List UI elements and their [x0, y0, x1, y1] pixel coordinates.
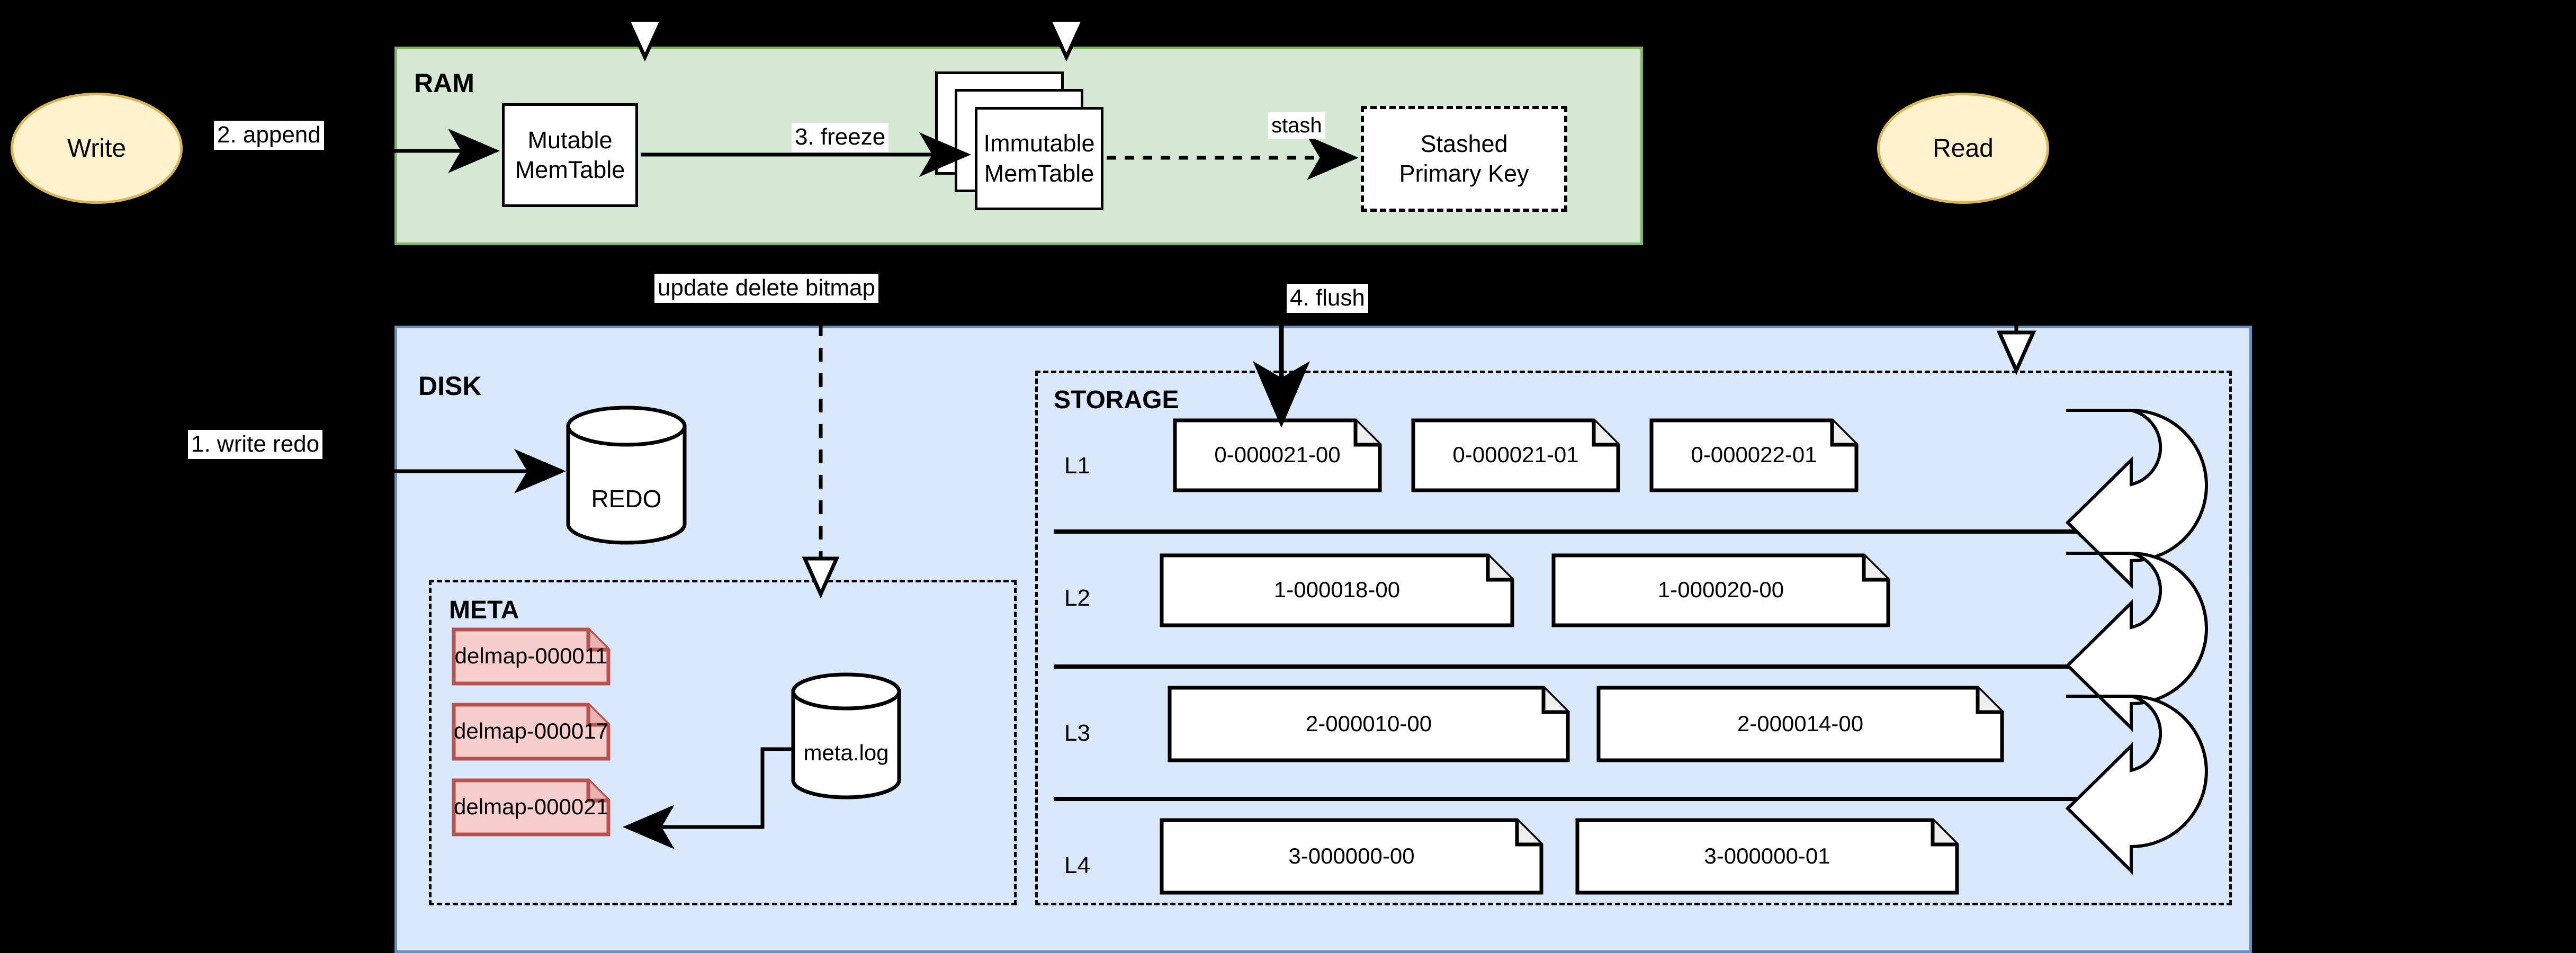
level-label-l4: L4 — [1064, 852, 1090, 878]
redo-label: REDO — [591, 485, 662, 513]
storage-file-label: 0-000022-01 — [1691, 442, 1817, 467]
storage-file: 0-000021-01 — [1411, 418, 1620, 492]
level-label-l2: L2 — [1064, 585, 1090, 611]
storage-file-label: 0-000021-00 — [1214, 442, 1341, 467]
immutable-memtable-box: Immutable MemTable — [975, 107, 1103, 210]
edge-label-stash: stash — [1268, 112, 1325, 139]
delmap-label: delmap-000017 — [454, 718, 608, 743]
list-item: delmap-000021 — [452, 778, 611, 837]
write-terminal-label: Write — [67, 134, 127, 163]
level-label-l3: L3 — [1064, 720, 1090, 746]
meta-container — [429, 580, 1017, 905]
write-terminal[interactable]: Write — [11, 93, 183, 204]
disk-title: DISK — [418, 371, 482, 401]
mutable-memtable-label-line1: Mutable — [527, 126, 613, 154]
storage-file-label: 2-000014-00 — [1737, 711, 1864, 736]
level-separator — [1054, 529, 2094, 534]
stashed-primary-key-box: Stashed Primary Key — [1361, 106, 1567, 212]
mutable-memtable-label-line2: MemTable — [515, 156, 625, 183]
read-terminal[interactable]: Read — [1877, 93, 2049, 204]
stashed-primary-key-label-line1: Stashed — [1420, 130, 1508, 157]
storage-file: 0-000022-01 — [1649, 418, 1859, 492]
immutable-memtable-label-line1: Immutable — [983, 130, 1095, 157]
list-item: delmap-000017 — [452, 703, 611, 761]
edge-label-update-delete-bitmap: update delete bitmap — [654, 274, 878, 303]
storage-file-label: 1-000018-00 — [1273, 577, 1401, 602]
list-item: delmap-000011 — [452, 627, 611, 686]
mutable-memtable-box: Mutable MemTable — [502, 103, 638, 207]
stashed-primary-key-label-line2: Primary Key — [1399, 160, 1529, 187]
ram-title: RAM — [414, 68, 474, 98]
storage-file-label: 3-000000-01 — [1704, 843, 1830, 868]
delmap-label: delmap-000021 — [454, 794, 608, 819]
level-separator — [1054, 664, 2094, 669]
redo-cylinder: REDO — [566, 405, 687, 545]
level-label-l1: L1 — [1064, 453, 1090, 479]
delmap-label: delmap-000011 — [454, 643, 608, 668]
storage-file: 2-000014-00 — [1596, 686, 2004, 762]
edge-label-flush: 4. flush — [1287, 284, 1368, 313]
edge-label-freeze: 3. freeze — [792, 123, 889, 152]
storage-title: STORAGE — [1054, 386, 1179, 414]
metalog-label: meta.log — [803, 740, 889, 765]
storage-file: 2-000010-00 — [1168, 686, 1570, 762]
metalog-cylinder: meta.log — [791, 672, 902, 799]
storage-file: 1-000018-00 — [1160, 553, 1514, 627]
compaction-arrows — [2065, 408, 2240, 875]
meta-title: META — [449, 596, 519, 624]
storage-file-label: 2-000010-00 — [1305, 711, 1432, 736]
storage-file: 0-000021-00 — [1173, 418, 1382, 492]
storage-container — [1035, 371, 2232, 905]
storage-file: 3-000000-00 — [1160, 818, 1543, 895]
storage-file: 3-000000-01 — [1575, 818, 1959, 895]
edge-label-write-redo: 1. write redo — [188, 430, 323, 459]
storage-file-label: 1-000020-00 — [1657, 577, 1784, 602]
storage-file-label: 0-000021-01 — [1452, 442, 1579, 467]
read-terminal-label: Read — [1933, 134, 1994, 163]
level-separator — [1054, 797, 2094, 801]
storage-file-label: 3-000000-00 — [1288, 843, 1415, 868]
edge-label-append: 2. append — [214, 121, 324, 150]
immutable-memtable-label-line2: MemTable — [984, 159, 1094, 187]
storage-file: 1-000020-00 — [1551, 553, 1890, 627]
